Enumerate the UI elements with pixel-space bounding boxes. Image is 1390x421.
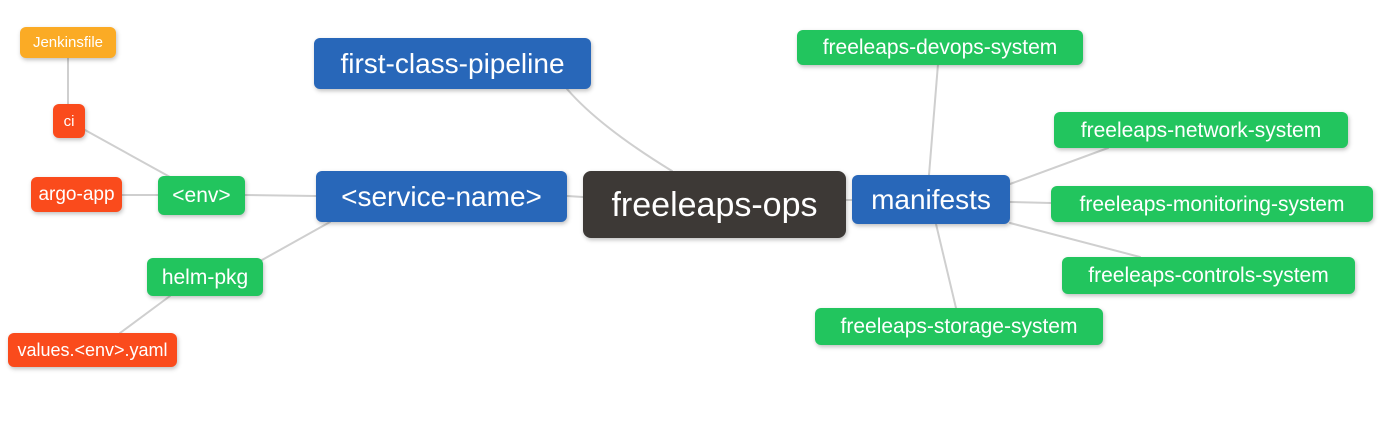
edge-manifests-monitoring (1009, 201, 1052, 204)
node-env[interactable]: <env> (158, 176, 245, 215)
node-root-freeleaps-ops[interactable]: freeleaps-ops (583, 171, 846, 238)
edge-helm-pkg-values (119, 295, 171, 334)
edge-env-service-name (244, 194, 317, 197)
node-first-class-pipeline[interactable]: first-class-pipeline (314, 38, 591, 89)
node-storage-system[interactable]: freeleaps-storage-system (815, 308, 1103, 345)
node-devops-system[interactable]: freeleaps-devops-system (797, 30, 1083, 65)
edge-service-name-root (566, 195, 584, 198)
node-network-system[interactable]: freeleaps-network-system (1054, 112, 1348, 148)
edge-manifests-devops (928, 63, 939, 176)
edge-ci-env (84, 129, 171, 178)
node-monitoring-system[interactable]: freeleaps-monitoring-system (1051, 186, 1373, 222)
edge-manifests-controls (1009, 222, 1141, 258)
node-jenkinsfile[interactable]: Jenkinsfile (20, 27, 116, 58)
node-manifests[interactable]: manifests (852, 175, 1010, 224)
node-argo-app[interactable]: argo-app (31, 177, 122, 212)
node-helm-pkg[interactable]: helm-pkg (147, 258, 263, 296)
node-ci[interactable]: ci (53, 104, 85, 138)
node-values-env-yaml[interactable]: values.<env>.yaml (8, 333, 177, 367)
edge-manifests-storage (935, 223, 957, 309)
edge-manifests-network (1009, 147, 1109, 185)
edge-service-name-helm-pkg (261, 221, 331, 261)
edge-pipeline-root (566, 88, 673, 172)
node-service-name[interactable]: <service-name> (316, 171, 567, 222)
node-controls-system[interactable]: freeleaps-controls-system (1062, 257, 1355, 294)
